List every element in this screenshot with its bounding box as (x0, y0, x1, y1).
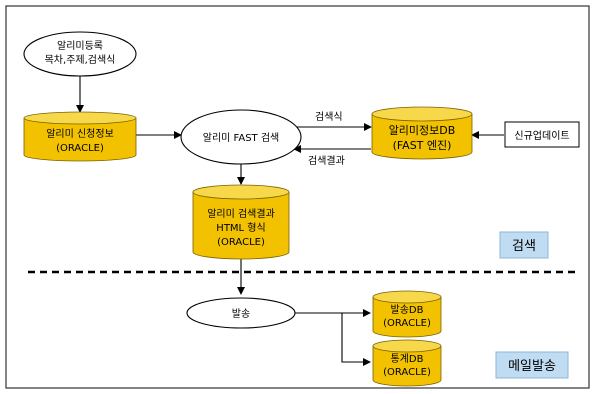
node-alimi-info-db: 알리미정보DB (FAST 엔진) (371, 106, 473, 160)
node-send: 발송 (186, 297, 296, 329)
result-line3: (ORACLE) (217, 237, 265, 248)
register-line1: 알리미등록 (57, 40, 103, 52)
edge-send-to-statsdb (341, 313, 371, 366)
node-stats-db: 통계DB (ORACLE) (372, 339, 442, 387)
edges (76, 76, 504, 366)
infodb-line1: 알리미정보DB (389, 123, 456, 137)
new-update-label: 신규업데이트 (514, 129, 569, 142)
statsdb-line2: (ORACLE) (383, 367, 431, 378)
node-alimi-register: 알리미등록 목차,주제,검색식 (23, 31, 137, 77)
frame-border (5, 5, 590, 389)
edge-label-query: 검색식 (315, 111, 343, 123)
statsdb-line1: 통계DB (391, 353, 424, 365)
search-section-box: 검색 (499, 231, 549, 259)
result-line1: 알리미 검색결과 (207, 208, 275, 220)
mail-section-label: 메일발송 (508, 359, 556, 374)
node-alimi-request-db: 알리미 신청정보 (ORACLE) (23, 111, 137, 162)
register-line2: 목차,주제,검색식 (45, 54, 116, 66)
infodb-line2: (FAST 엔진) (393, 139, 452, 152)
search-section-label: 검색 (512, 239, 536, 254)
node-fast-search: 알리미 FAST 검색 (180, 109, 302, 165)
fast-search-label: 알리미 FAST 검색 (203, 132, 280, 144)
mail-section-box: 메일발송 (495, 351, 569, 379)
request-line2: (ORACLE) (56, 143, 104, 154)
node-new-update: 신규업데이트 (504, 121, 580, 148)
result-line2: HTML 형식 (216, 222, 265, 234)
senddb-line1: 발송DB (391, 304, 424, 316)
request-line1: 알리미 신청정보 (46, 128, 114, 140)
senddb-line2: (ORACLE) (383, 318, 431, 329)
send-label: 발송 (232, 308, 250, 320)
node-result-html-db: 알리미 검색결과 HTML 형식 (ORACLE) (192, 184, 290, 260)
edge-label-result: 검색결과 (308, 155, 345, 167)
node-send-db: 발송DB (ORACLE) (372, 290, 442, 338)
